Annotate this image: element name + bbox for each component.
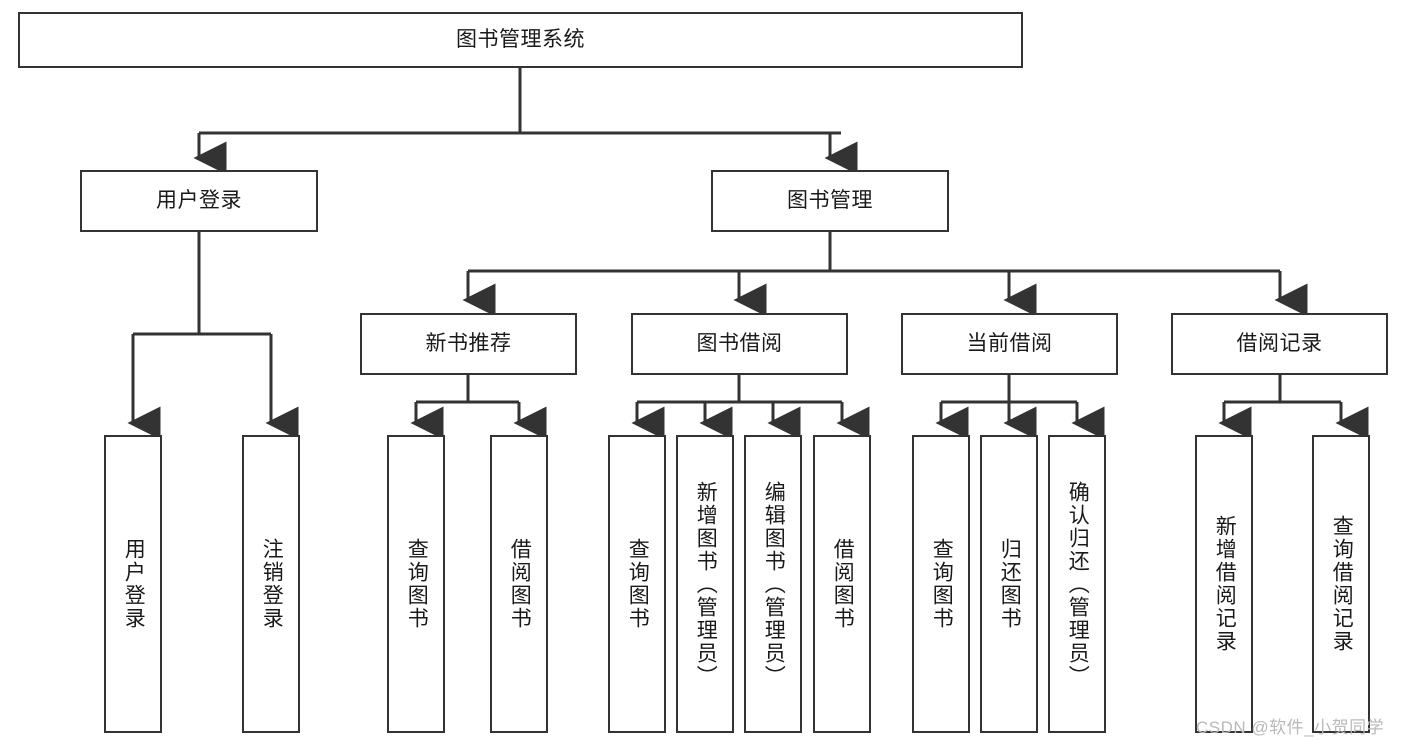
- edges-bookborrow-to-leaves: [631, 375, 870, 440]
- edges-root-to-level2: [193, 68, 858, 175]
- node-label: 注销登录: [260, 538, 284, 630]
- leaf-currentborrow-confirm-return-admin[interactable]: 确认归还（管理员）: [1048, 435, 1106, 733]
- node-current-borrow[interactable]: 当前借阅: [901, 313, 1118, 375]
- node-label: 确认归还（管理员）: [1066, 480, 1090, 688]
- edges-newbook-to-leaves: [410, 375, 547, 440]
- node-label: 借阅图书: [508, 538, 532, 630]
- node-new-book-recommend[interactable]: 新书推荐: [360, 313, 577, 375]
- node-label: 新增借阅记录: [1213, 515, 1237, 653]
- node-label: 当前借阅: [966, 332, 1053, 356]
- node-label: 查询图书: [405, 538, 429, 630]
- edges-currentborrow-to-leaves: [935, 375, 1105, 440]
- node-book-borrow[interactable]: 图书借阅: [631, 313, 848, 375]
- node-borrow-record[interactable]: 借阅记录: [1171, 313, 1388, 375]
- edges-borrowrecord-to-leaves: [1218, 375, 1369, 440]
- node-label: 用户登录: [156, 189, 242, 213]
- leaf-currentborrow-query-book[interactable]: 查询图书: [912, 435, 970, 733]
- node-user-login[interactable]: 用户登录: [80, 170, 318, 232]
- node-label: 查询借阅记录: [1330, 515, 1354, 653]
- leaf-bookborrow-add-book-admin[interactable]: 新增图书（管理员）: [676, 435, 734, 733]
- node-label: 图书管理: [787, 189, 873, 213]
- leaf-borrowrecord-add-record[interactable]: 新增借阅记录: [1195, 435, 1253, 733]
- node-root-system[interactable]: 图书管理系统: [18, 12, 1023, 68]
- leaf-user-login[interactable]: 用户登录: [104, 435, 162, 733]
- node-label: 新增图书（管理员）: [694, 480, 718, 688]
- node-label: 查询图书: [930, 538, 954, 630]
- leaf-newbook-borrow-book[interactable]: 借阅图书: [490, 435, 548, 733]
- node-label: 图书管理系统: [456, 28, 585, 52]
- leaf-bookborrow-edit-book-admin[interactable]: 编辑图书（管理员）: [744, 435, 802, 733]
- leaf-currentborrow-return-book[interactable]: 归还图书: [980, 435, 1038, 733]
- node-book-management[interactable]: 图书管理: [711, 170, 949, 232]
- node-label: 图书借阅: [696, 332, 783, 356]
- node-label: 查询图书: [626, 538, 650, 630]
- edges-userlogin-to-leaves: [127, 232, 299, 440]
- edges-bookmgmt-to-level3: [462, 232, 1308, 317]
- node-label: 编辑图书（管理员）: [762, 480, 786, 688]
- leaf-user-logout[interactable]: 注销登录: [242, 435, 300, 733]
- node-label: 借阅记录: [1236, 332, 1323, 356]
- node-label: 新书推荐: [425, 332, 512, 356]
- leaf-bookborrow-borrow-book[interactable]: 借阅图书: [813, 435, 871, 733]
- node-label: 借阅图书: [831, 538, 855, 630]
- leaf-borrowrecord-query-record[interactable]: 查询借阅记录: [1312, 435, 1370, 733]
- node-label: 用户登录: [122, 538, 146, 630]
- node-label: 归还图书: [998, 538, 1022, 630]
- leaf-newbook-query-book[interactable]: 查询图书: [387, 435, 445, 733]
- leaf-bookborrow-query-book[interactable]: 查询图书: [608, 435, 666, 733]
